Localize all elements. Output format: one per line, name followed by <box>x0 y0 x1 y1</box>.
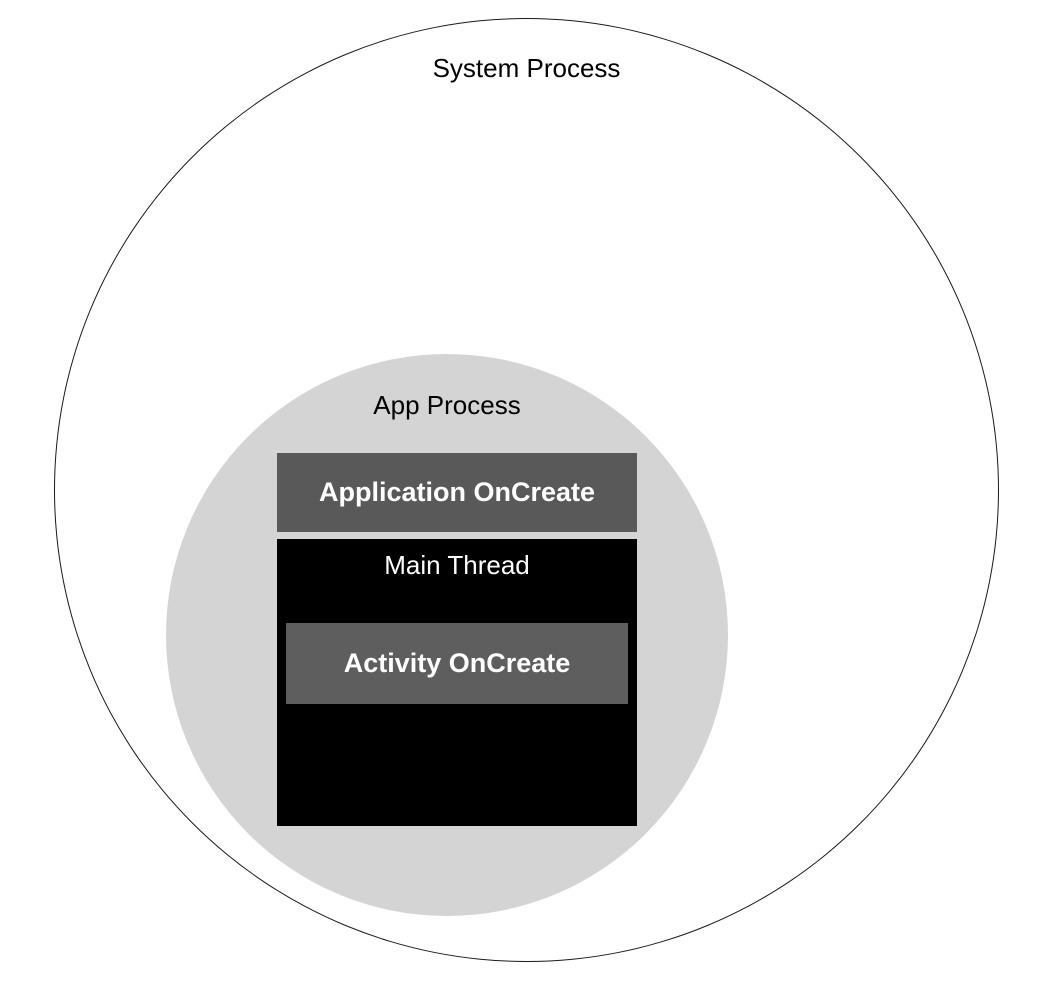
app-process-label: App Process <box>373 390 521 420</box>
application-oncreate-box: Application OnCreate <box>277 453 637 532</box>
activity-oncreate-box: Activity OnCreate <box>286 623 628 704</box>
main-thread-box: Main Thread Activity OnCreate <box>277 539 637 826</box>
activity-oncreate-label: Activity OnCreate <box>343 648 571 678</box>
main-thread-label: Main Thread <box>384 550 530 580</box>
application-oncreate-label: Application OnCreate <box>318 477 596 507</box>
system-process-label: System Process <box>432 53 621 83</box>
